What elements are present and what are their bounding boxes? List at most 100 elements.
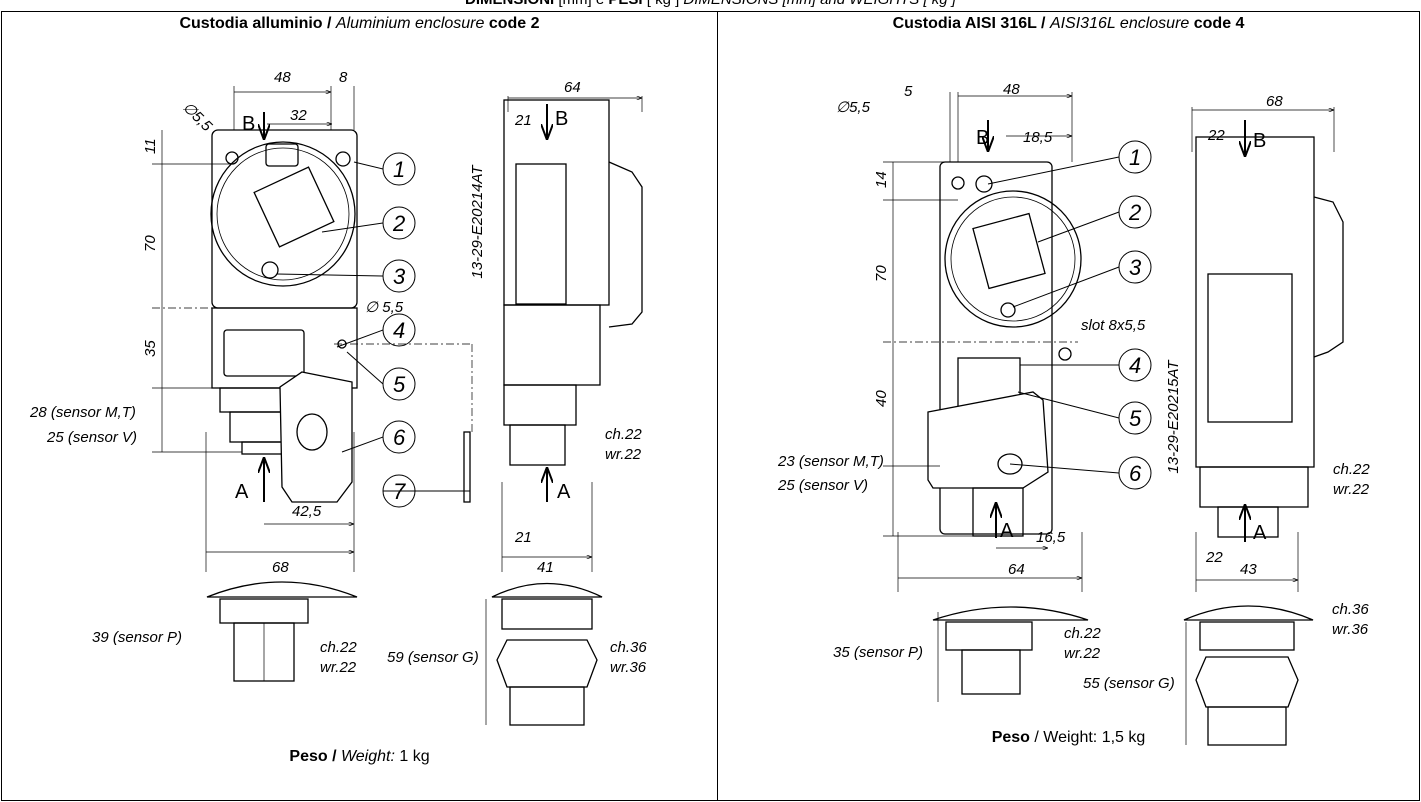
label-b: B [976, 127, 989, 149]
dim-side-41: 41 [537, 559, 554, 576]
weight-en: / Weight: 1,5 kg [1029, 729, 1146, 746]
dim-40: 40 [873, 390, 890, 407]
callout-6: 6 [393, 425, 406, 450]
dim-wr36: wr.36 [610, 659, 647, 676]
page-title-italic: DIMENSIONS [mm] and WEIGHTS [ kg ] [683, 0, 956, 8]
weight-aisi: Peso / Weight: 1,5 kg [718, 729, 1419, 747]
label-a-side: A [1253, 522, 1267, 544]
page-title-kg: [ kg ] [643, 0, 684, 8]
callout-2: 2 [392, 211, 405, 236]
dim-sensor-mt: 28 (sensor M,T) [29, 404, 136, 421]
callout-1: 1 [393, 157, 405, 182]
dim-5: 5 [904, 83, 913, 100]
label-b-side: B [555, 108, 568, 130]
callout-3: 3 [393, 264, 406, 289]
header-en: AISI316L enclosure [1049, 15, 1190, 32]
dim-sensor-v: 25 (sensor V) [777, 477, 868, 494]
dim-wr22: wr.22 [1064, 645, 1101, 662]
dim-dia-55: ∅5,5 [836, 99, 871, 116]
dim-side-21: 21 [514, 112, 532, 129]
panel-aisi316l: Custodia AISI 316L / AISI316L enclosure … [718, 11, 1420, 801]
terminal-block [253, 166, 335, 248]
drawing-aisi316l: 13-29-E20215AT ∅5,5 5 48 18,5 14 70 40 s… [777, 81, 1370, 746]
front-cover-ring [210, 141, 356, 287]
dim-side-21-b: 21 [514, 529, 532, 546]
dim-sensor-g: 59 (sensor G) [387, 649, 479, 666]
drawing-aluminium: 13-29-E20214AT 48 8 32 ∅5,5 ∅ 5,5 11 70 … [29, 69, 647, 726]
dim-sensor-p: 39 (sensor P) [92, 629, 182, 646]
panel-header-aisi: Custodia AISI 316L / AISI316L enclosure … [718, 15, 1419, 33]
dim-42-5: 42,5 [292, 503, 322, 520]
header-it: Custodia alluminio / [179, 15, 336, 32]
dim-ch36: ch.36 [1332, 601, 1369, 618]
weight-aluminium: Peso / Weight: 1 kg [2, 748, 717, 766]
dim-side-ch22: ch.22 [1333, 461, 1370, 478]
dim-side-22: 22 [1207, 127, 1225, 144]
header-code: code 2 [484, 15, 540, 32]
dim-70: 70 [142, 235, 159, 252]
callout-4: 4 [1129, 353, 1141, 378]
dim-wr36: wr.36 [1332, 621, 1369, 638]
side-housing [1195, 136, 1315, 468]
weight-val: 1 kg [394, 748, 430, 765]
drawing-code: 13-29-E20214AT [469, 164, 486, 279]
sensor-g-cap [491, 582, 603, 598]
callout-2: 2 [1128, 200, 1141, 225]
dim-18-5: 18,5 [1023, 129, 1053, 146]
dim-side-wr22: wr.22 [1333, 481, 1370, 498]
drawing-code: 13-29-E20215AT [1165, 359, 1182, 474]
tag-plate [927, 391, 1049, 489]
page-title: DIMENSIONI [mm] e PESI [ kg ] DIMENSIONS… [0, 0, 1421, 8]
callout-5: 5 [393, 372, 406, 397]
dim-wr22: wr.22 [320, 659, 357, 676]
callout-1: 1 [1129, 145, 1141, 170]
dim-side-68: 68 [1266, 93, 1283, 110]
callout-4: 4 [393, 318, 405, 343]
callout-6: 6 [1129, 461, 1142, 486]
label-a: A [235, 481, 249, 503]
header-it: Custodia AISI 316L / [892, 15, 1050, 32]
dim-68: 68 [272, 559, 289, 576]
dim-16-5: 16,5 [1036, 529, 1066, 546]
dim-64: 64 [1008, 561, 1025, 578]
panel-aluminium: Custodia alluminio / Aluminium enclosure… [1, 11, 718, 801]
page-title-mm: [mm] e [554, 0, 608, 8]
dim-sensor-v: 25 (sensor V) [46, 429, 137, 446]
dim-ch36: ch.36 [610, 639, 647, 656]
dim-35: 35 [142, 340, 159, 357]
dim-ch22: ch.22 [320, 639, 357, 656]
page-title-bold: DIMENSIONI [465, 0, 554, 8]
weight-en: Weight: [340, 748, 395, 765]
dim-70: 70 [873, 265, 890, 282]
dim-dia-55: ∅5,5 [179, 99, 215, 135]
dim-14: 14 [873, 171, 890, 188]
dim-dia-55-b: ∅ 5,5 [365, 299, 404, 316]
dim-ch22: ch.22 [1064, 625, 1101, 642]
page-title-bold-2: PESI [608, 0, 642, 8]
side-housing [503, 99, 610, 306]
header-code: code 4 [1189, 15, 1245, 32]
label-b: B [242, 113, 255, 135]
weight-it: Peso [991, 729, 1030, 746]
label-a: A [1000, 520, 1014, 542]
callout-7: 7 [393, 479, 406, 504]
panel-header-aluminium: Custodia alluminio / Aluminium enclosure… [2, 15, 717, 33]
dim-sensor-mt: 23 (sensor M,T) [777, 453, 884, 470]
dim-32: 32 [290, 107, 307, 124]
dim-8: 8 [339, 69, 348, 86]
dim-sensor-p: 35 (sensor P) [833, 644, 923, 661]
dim-side-22-b: 22 [1205, 549, 1223, 566]
dim-48: 48 [1003, 81, 1020, 98]
dim-11: 11 [142, 138, 159, 154]
dim-side-wr22: wr.22 [605, 446, 642, 463]
dim-slot: slot 8x5,5 [1081, 317, 1146, 334]
weight-it: Peso / [289, 748, 341, 765]
label-a-side: A [557, 481, 571, 503]
front-housing [211, 129, 358, 309]
tag-plate [279, 371, 353, 503]
dim-side-64: 64 [564, 79, 581, 96]
dim-side-43: 43 [1240, 561, 1257, 578]
dim-48: 48 [274, 69, 291, 86]
sensor-p-cap [206, 581, 358, 598]
callout-3: 3 [1129, 255, 1142, 280]
